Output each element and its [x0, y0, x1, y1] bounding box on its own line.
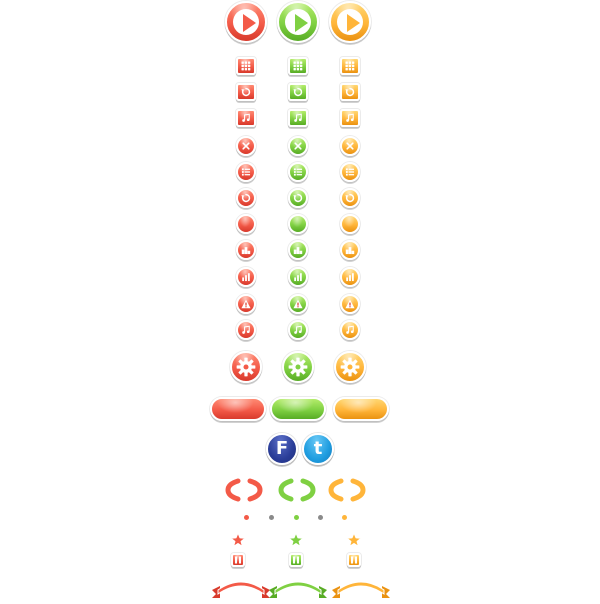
chevron-pair-icon: [326, 477, 368, 503]
ribbon-banner-green: [269, 580, 327, 600]
restart-round-button-red[interactable]: [236, 188, 256, 208]
star-icon: [230, 532, 247, 548]
leaderboard-button-green[interactable]: [288, 240, 308, 260]
ribbon-banner-red: [212, 580, 270, 600]
twitter-button[interactable]: t: [302, 433, 334, 465]
restart-square-button-yellow[interactable]: [340, 83, 360, 101]
level-grid-button-green[interactable]: [288, 57, 308, 75]
restart-square-button-green[interactable]: [288, 83, 308, 101]
settings-button-red[interactable]: [230, 351, 262, 383]
warning-button-green[interactable]: [288, 294, 308, 314]
facebook-button[interactable]: F: [266, 433, 298, 465]
close-button-green[interactable]: [288, 136, 308, 156]
play-button-yellow[interactable]: [329, 1, 371, 43]
pause-icon: [351, 556, 357, 564]
facebook-icon: F: [275, 438, 289, 459]
music-square-button-yellow[interactable]: [340, 109, 360, 127]
page-dot[interactable]: [268, 514, 274, 520]
music-square-button-green[interactable]: [288, 109, 308, 127]
pause-button-green[interactable]: [289, 553, 303, 567]
page-dot[interactable]: [317, 514, 323, 520]
play-icon: [243, 14, 256, 32]
level-grid-button-red[interactable]: [236, 57, 256, 75]
arrow-pair-yellow[interactable]: [326, 477, 368, 503]
blank-round-button-yellow[interactable]: [340, 214, 360, 234]
music-round-button-red[interactable]: [236, 320, 256, 340]
music-square-button-red[interactable]: [236, 109, 256, 127]
twitter-icon: t: [313, 438, 323, 459]
play-icon: [347, 14, 360, 32]
pause-button-red[interactable]: [231, 553, 245, 567]
close-button-yellow[interactable]: [340, 136, 360, 156]
pause-icon: [293, 556, 299, 564]
leaderboard-button-yellow[interactable]: [340, 240, 360, 260]
play-icon: [295, 14, 308, 32]
page-dot-active[interactable]: [243, 514, 249, 520]
arrow-pair-red[interactable]: [223, 477, 265, 503]
settings-button-green[interactable]: [282, 351, 314, 383]
pause-icon: [235, 556, 241, 564]
restart-square-button-red[interactable]: [236, 83, 256, 101]
pause-button-yellow[interactable]: [347, 553, 361, 567]
wide-button-yellow[interactable]: [333, 397, 389, 421]
blank-round-button-red[interactable]: [236, 214, 256, 234]
close-button-red[interactable]: [236, 136, 256, 156]
restart-round-button-yellow[interactable]: [340, 188, 360, 208]
settings-button-yellow[interactable]: [334, 351, 366, 383]
list-button-green[interactable]: [288, 162, 308, 182]
arrow-pair-green[interactable]: [276, 477, 318, 503]
play-button-green[interactable]: [277, 1, 319, 43]
page-dot-active[interactable]: [293, 514, 299, 520]
stats-button-red[interactable]: [236, 267, 256, 287]
chevron-pair-icon: [276, 477, 318, 503]
stats-button-yellow[interactable]: [340, 267, 360, 287]
blank-round-button-green[interactable]: [288, 214, 308, 234]
level-grid-button-yellow[interactable]: [340, 57, 360, 75]
leaderboard-button-red[interactable]: [236, 240, 256, 260]
list-button-yellow[interactable]: [340, 162, 360, 182]
music-round-button-green[interactable]: [288, 320, 308, 340]
wide-button-green[interactable]: [270, 397, 326, 421]
play-button-red[interactable]: [225, 1, 267, 43]
chevron-pair-icon: [223, 477, 265, 503]
star-icon: [288, 532, 305, 548]
stats-button-green[interactable]: [288, 267, 308, 287]
restart-round-button-green[interactable]: [288, 188, 308, 208]
wide-button-red[interactable]: [210, 397, 266, 421]
warning-button-red[interactable]: [236, 294, 256, 314]
ribbon-banner-yellow: [332, 580, 390, 600]
star-icon: [346, 532, 363, 548]
list-button-red[interactable]: [236, 162, 256, 182]
warning-button-yellow[interactable]: [340, 294, 360, 314]
music-round-button-yellow[interactable]: [340, 320, 360, 340]
page-dot-active[interactable]: [341, 514, 347, 520]
